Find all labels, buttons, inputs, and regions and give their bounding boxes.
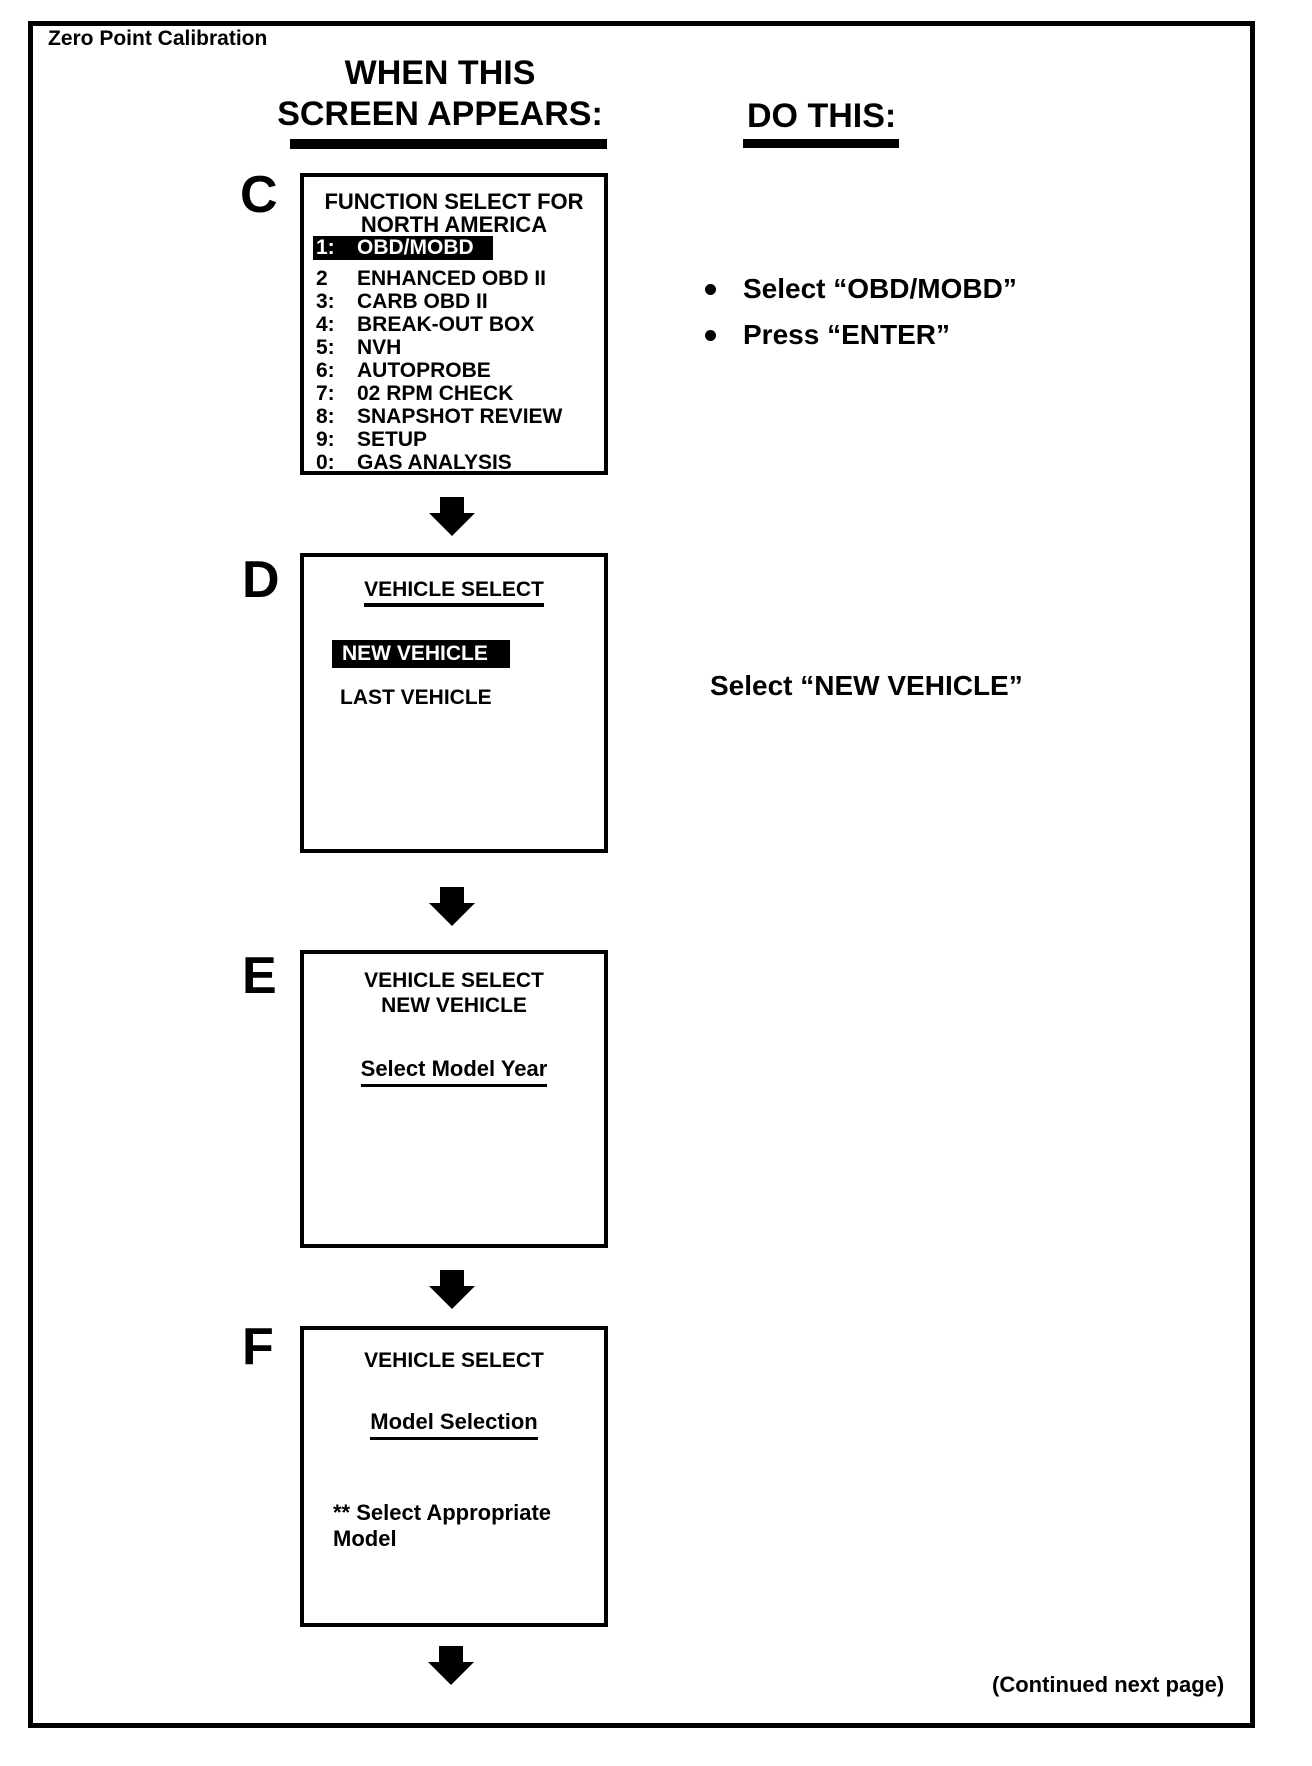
instruction-row: Press “ENTER”: [705, 320, 1017, 350]
bullet-icon: [705, 284, 716, 295]
screen-f-prompt-wrap: Model Selection: [304, 1409, 604, 1440]
menu-row: 3: CARB OBD II: [304, 290, 604, 313]
doc-title: Zero Point Calibration: [48, 27, 268, 50]
down-arrow-icon: [429, 497, 475, 536]
menu-item-label: OBD/MOBD: [357, 236, 474, 259]
screen-c-menu: 1: OBD/MOBD 2 ENHANCED OBD II 3: CARB OBD I…: [304, 236, 604, 474]
when-header-underline: [290, 139, 607, 149]
menu-item-number: 8:: [316, 405, 335, 428]
menu-item-label: GAS ANALYSIS: [357, 451, 512, 474]
menu-row: 1: OBD/MOBD: [304, 236, 604, 260]
menu-row: 5: NVH: [304, 336, 604, 359]
step-label-d: D: [242, 551, 280, 609]
menu-item-number: 3:: [316, 290, 335, 313]
menu-item-label: SNAPSHOT REVIEW: [357, 405, 563, 428]
menu-item-number: 1:: [316, 236, 335, 259]
when-header-line2: SCREEN APPEARS:: [277, 95, 603, 133]
menu-item-number: 2: [316, 267, 328, 290]
bullet-icon: [705, 330, 716, 341]
page-border: [28, 21, 1255, 1728]
menu-row: 7: 02 RPM CHECK: [304, 382, 604, 405]
screen-d-vehicle-select: VEHICLE SELECT NEW VEHICLE LAST VEHICLE: [300, 553, 608, 853]
instructions-step-c: Select “OBD/MOBD” Press “ENTER”: [705, 274, 1017, 366]
screen-f-title: VEHICLE SELECT: [364, 1349, 544, 1372]
screen-f-note-line2: Model: [333, 1526, 397, 1551]
down-arrow-icon: [428, 1646, 474, 1685]
menu-item-number: 0:: [316, 451, 335, 474]
menu-item-label: ENHANCED OBD II: [357, 267, 547, 290]
menu-row: 2 ENHANCED OBD II: [304, 267, 604, 290]
down-arrow-icon: [429, 887, 475, 926]
menu-row: 8: SNAPSHOT REVIEW: [304, 405, 604, 428]
menu-row: 0: GAS ANALYSIS: [304, 451, 604, 474]
menu-row: 4: BREAK-OUT BOX: [304, 313, 604, 336]
screen-f-note-line1: ** Select Appropriate: [333, 1500, 552, 1525]
menu-item-number: 5:: [316, 336, 335, 359]
instruction-step-d: Select “NEW VEHICLE”: [710, 670, 1023, 701]
menu-row: 6: AUTOPROBE: [304, 359, 604, 382]
menu-item-label: CARB OBD II: [357, 290, 488, 313]
menu-item-number: 6:: [316, 359, 335, 382]
screen-e-prompt-select-model-year: Select Model Year: [360, 1056, 548, 1087]
screen-d-title-wrap: VEHICLE SELECT: [304, 578, 604, 607]
menu-item-number: 7:: [316, 382, 335, 405]
screen-f-note: ** Select Appropriate Model: [333, 1500, 551, 1552]
screen-d-title: VEHICLE SELECT: [364, 578, 544, 607]
menu-row: 9: SETUP: [304, 428, 604, 451]
screen-f-prompt-model-selection: Model Selection: [370, 1409, 538, 1440]
step-label-f: F: [242, 1318, 274, 1376]
menu-item-number: 9:: [316, 428, 335, 451]
menu-item-label: NVH: [357, 336, 402, 359]
instruction-text: Press “ENTER”: [743, 319, 950, 350]
column-header-when-this-screen-appears: WHEN THIS SCREEN APPEARS:: [270, 53, 610, 135]
screen-e-title-line1: VEHICLE SELECT: [364, 969, 544, 992]
menu-item-number: 4:: [316, 313, 335, 336]
menu-item-label: SETUP: [357, 428, 428, 451]
menu-item-label: BREAK-OUT BOX: [357, 313, 535, 336]
continued-next-page-note: (Continued next page): [992, 1672, 1225, 1697]
column-header-do-this: DO THIS:: [747, 97, 897, 135]
screen-e-vehicle-select-new-vehicle: VEHICLE SELECT NEW VEHICLE Select Model …: [300, 950, 608, 1248]
instruction-row: Select “OBD/MOBD”: [705, 274, 1017, 304]
do-header-underline: [743, 139, 899, 148]
screen-c-title-line2: NORTH AMERICA: [360, 212, 548, 237]
when-header-line1: WHEN THIS: [344, 54, 536, 92]
screen-c-title-line1: FUNCTION SELECT FOR: [324, 189, 584, 214]
option-last-vehicle: LAST VEHICLE: [340, 686, 492, 709]
step-label-c: C: [240, 166, 278, 224]
screen-e-prompt-wrap: Select Model Year: [304, 1056, 604, 1087]
screen-e-title-line2: NEW VEHICLE: [381, 994, 527, 1017]
down-arrow-icon: [429, 1270, 475, 1309]
screen-f-model-selection: VEHICLE SELECT Model Selection ** Select…: [300, 1326, 608, 1627]
instruction-text: Select “OBD/MOBD”: [743, 273, 1017, 304]
menu-item-label: 02 RPM CHECK: [357, 382, 514, 405]
menu-item-label: AUTOPROBE: [357, 359, 491, 382]
step-label-e: E: [242, 947, 277, 1005]
screen-c-function-select: FUNCTION SELECT FOR NORTH AMERICA 1: OBD/…: [300, 173, 608, 475]
option-new-vehicle-highlighted: NEW VEHICLE: [332, 640, 510, 668]
